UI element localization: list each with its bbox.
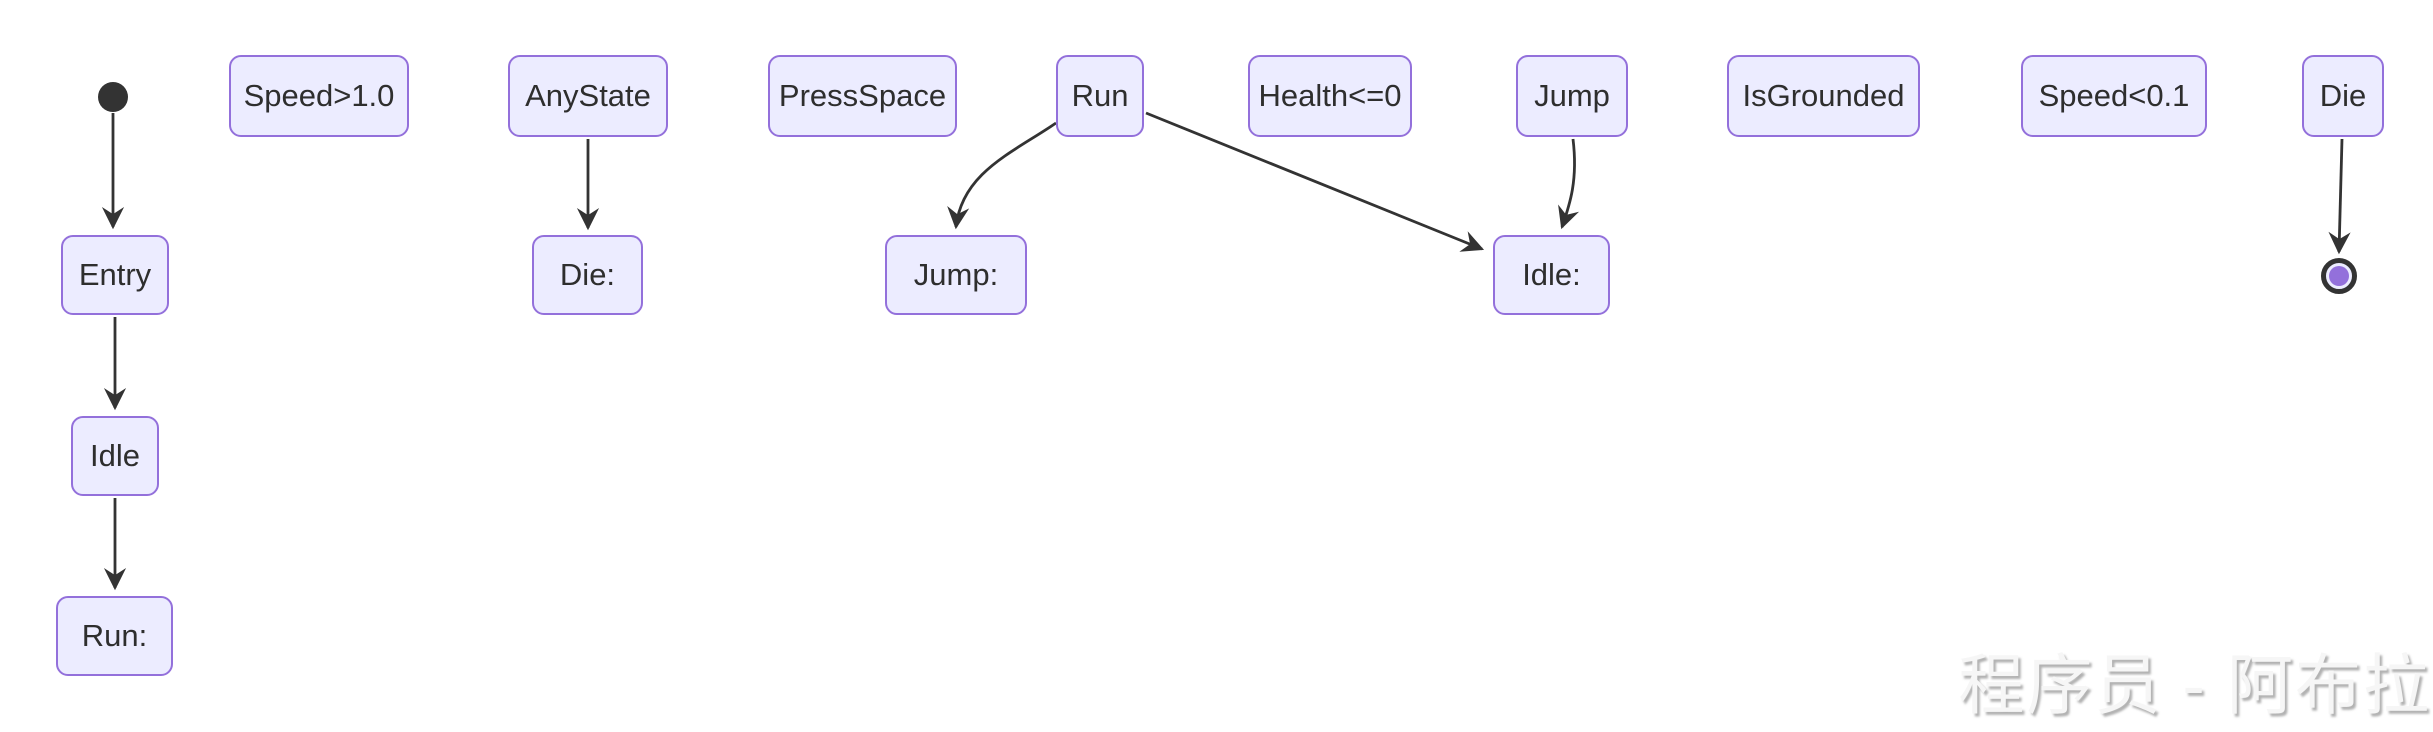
node-die-desc: Die: [532,235,643,315]
node-label: Speed>1.0 [243,78,395,113]
node-label: AnyState [525,78,651,113]
node-idle: Idle [71,416,159,496]
edge-die-to-final [2328,138,2351,255]
edge-run-to-jump-desc [947,121,1057,230]
node-entry: Entry [61,235,169,315]
edge-jump-to-idle-desc [1558,138,1580,230]
final-state-dot [2329,266,2349,286]
node-label: Run [1071,78,1129,113]
node-idle-desc: Idle: [1493,235,1610,315]
node-anystate: AnyState [508,55,668,137]
node-label: Idle [90,438,140,473]
node-label: Jump [1534,78,1610,113]
node-isgrounded: IsGrounded [1727,55,1920,137]
node-speed-gt-1: Speed>1.0 [229,55,409,137]
node-jump-desc: Jump: [885,235,1027,315]
node-label: Run: [81,618,148,653]
node-speed-lt-0-1: Speed<0.1 [2021,55,2207,137]
node-label: Idle: [1522,257,1581,292]
node-label: IsGrounded [1742,78,1905,113]
node-label: Health<=0 [1258,78,1402,113]
edge-run-to-idle-desc [1145,111,1485,252]
node-label: Entry [78,257,152,292]
node-label: Die: [559,257,616,292]
node-run-desc: Run: [56,596,173,676]
node-label: Jump: [913,257,999,292]
node-label: PressSpace [778,78,947,113]
initial-state-marker [98,82,128,112]
node-label: Die [2319,78,2367,113]
node-die: Die [2302,55,2384,137]
node-run: Run [1056,55,1144,137]
final-state-marker [2321,258,2357,294]
node-health-le-0: Health<=0 [1248,55,1412,137]
node-pressspace: PressSpace [768,55,957,137]
watermark: 程序员 - 阿布拉 [1958,648,2431,722]
node-jump: Jump [1516,55,1628,137]
node-label: Speed<0.1 [2038,78,2190,113]
